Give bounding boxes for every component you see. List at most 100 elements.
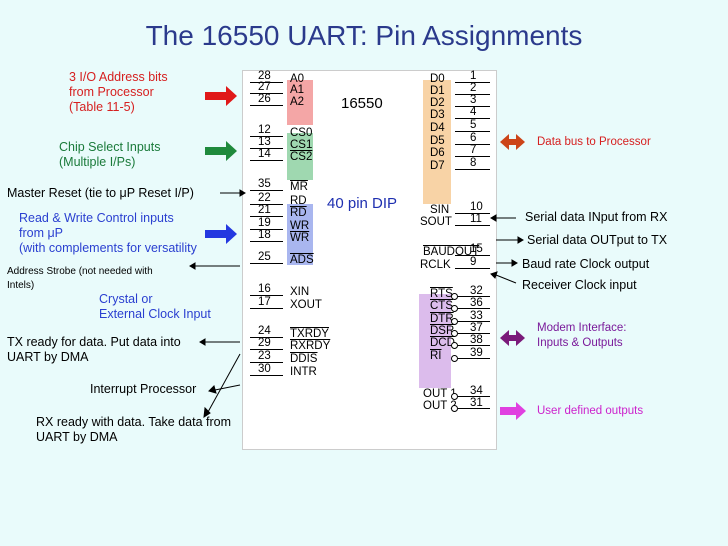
address-pin-block (287, 80, 313, 125)
pin-line (250, 148, 283, 149)
pin-number: 31 (470, 397, 483, 409)
pin-number: 28 (258, 70, 271, 82)
pin-name: INTR (290, 366, 317, 378)
pin-line (458, 321, 490, 322)
tx-ready-label: TX ready for data. Put data into UART by… (7, 335, 181, 364)
receiver-clock-label: Receiver Clock input (522, 278, 637, 292)
pin-number: 2 (470, 82, 477, 94)
pin-line (458, 308, 490, 309)
pin-name: RD (290, 207, 307, 219)
data-bus-label: Data bus to Processor (537, 136, 651, 148)
pin-line (250, 93, 283, 94)
pin-number: 38 (470, 334, 483, 346)
data-bus-double-arrow-icon (500, 134, 525, 150)
pin-line (455, 131, 490, 132)
pin-name: D3 (430, 109, 445, 121)
pin-circle (451, 342, 458, 349)
pin-number: 25 (258, 251, 271, 263)
pin-circle (451, 355, 458, 362)
pin-name: CS0 (290, 127, 313, 139)
pin-line (458, 396, 490, 397)
serial-out-label: Serial data OUTput to TX (527, 233, 668, 247)
pin-number: 37 (470, 322, 483, 334)
pin-number: 12 (258, 124, 271, 136)
chip-part-number: 16550 (341, 95, 383, 112)
address-strobe-label: Address Strobe (not needed with Intels) (7, 266, 153, 291)
pin-line (250, 337, 283, 338)
chip-select-pin-block (287, 133, 313, 180)
pin-circle (451, 405, 458, 412)
pin-name: TXRDY (290, 328, 329, 340)
pin-number: 30 (258, 363, 271, 375)
rw-pin-block (287, 204, 313, 265)
pin-number: 1 (470, 70, 477, 82)
baud-out-label: Baud rate Clock output (522, 257, 650, 271)
pin-number: 16 (258, 283, 271, 295)
pin-number: 17 (258, 296, 271, 308)
pin-name: D1 (430, 85, 445, 97)
pin-name: RXRDY (290, 340, 331, 352)
uart-chip: 16550 40 pin DIP (242, 70, 497, 450)
pin-line (455, 213, 490, 214)
pin-number: 22 (258, 192, 271, 204)
pin-number: 14 (258, 148, 271, 160)
serial-in-label: Serial data INput from RX (525, 210, 668, 224)
pin-name: XIN (290, 286, 310, 298)
pin-number: 11 (470, 213, 482, 225)
pin-name: CTS (430, 300, 453, 312)
pin-line (250, 241, 283, 242)
pin-number: 24 (258, 325, 271, 337)
pin-number: 6 (470, 132, 477, 144)
data-pin-block (423, 80, 451, 204)
pin-number: 34 (470, 385, 483, 397)
pin-number: 26 (258, 93, 271, 105)
pin-line (455, 82, 490, 83)
pin-number: 15 (470, 243, 483, 255)
pin-line (458, 333, 490, 334)
pin-line (250, 263, 283, 264)
pin-line (250, 375, 283, 376)
pin-number: 7 (470, 144, 477, 156)
blue-arrow-icon (205, 224, 237, 244)
interrupt-label: Interrupt Processor (90, 382, 197, 396)
pin-number: 9 (470, 256, 477, 268)
pin-name: RD (290, 195, 307, 207)
pin-line (250, 105, 283, 106)
user-outputs-label: User defined outputs (537, 405, 644, 417)
pin-circle (451, 318, 458, 325)
pin-name: WR (290, 232, 310, 244)
package-label: 40 pin DIP (327, 195, 398, 212)
pin-name: D7 (430, 160, 445, 172)
pin-name: DTR (430, 313, 454, 325)
pin-name: WR (290, 220, 310, 232)
pin-name: SIN (430, 204, 450, 216)
pin-line (250, 82, 283, 83)
pin-circle (451, 393, 458, 400)
pin-line (250, 136, 283, 137)
pin-number: 18 (258, 229, 271, 241)
pin-line (455, 94, 490, 95)
pin-number: 19 (258, 217, 271, 229)
green-arrow-icon (205, 141, 237, 161)
chip-select-label: Chip Select Inputs (Multiple I/Ps) (59, 140, 161, 169)
pin-number: 4 (470, 106, 477, 118)
address-bits-label: 3 I/O Address bits from Processor (Table… (69, 70, 168, 114)
pin-line (250, 160, 283, 161)
modem-label: Modem Interface: Inputs & Outputs (537, 322, 627, 349)
red-arrow-icon (205, 86, 237, 106)
pin-number: 23 (258, 350, 271, 362)
pin-name: MR (290, 181, 308, 193)
pin-number: 8 (470, 157, 477, 169)
pin-circle (451, 293, 458, 300)
modem-double-arrow-icon (500, 330, 525, 346)
pin-number: 10 (470, 201, 483, 213)
pin-name: CS2 (290, 151, 313, 163)
rw-control-label: Read & Write Control inputs from μP (wit… (19, 211, 197, 255)
pin-line (250, 204, 283, 205)
pin-line (455, 156, 490, 157)
pin-name: D0 (430, 73, 445, 85)
master-reset-label: Master Reset (tie to μP Reset I/P) (7, 186, 194, 200)
page-title: The 16550 UART: Pin Assignments (145, 20, 583, 51)
rx-ready-label: RX ready with data. Take data from UART … (36, 415, 232, 444)
pin-line (250, 190, 283, 191)
